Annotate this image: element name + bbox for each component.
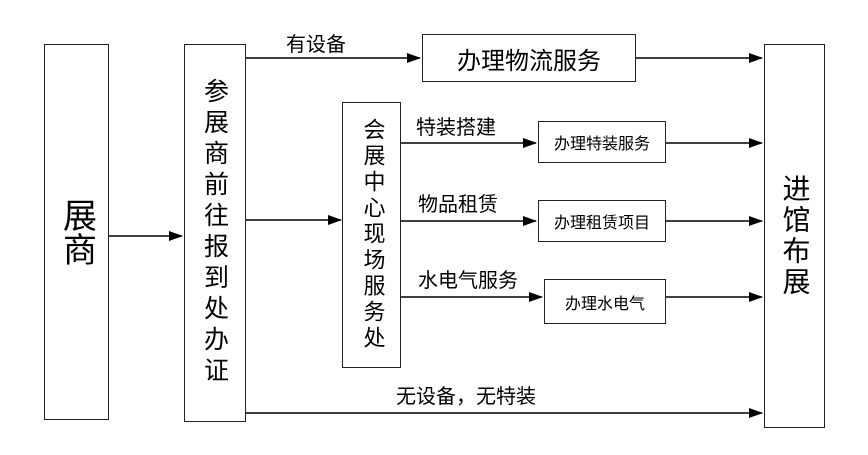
- registration-label-wrap: 参展商前往报到处办证: [184, 44, 246, 422]
- special-build-box: [538, 121, 666, 163]
- service-center-label-wrap: 会展中心现场服务处: [342, 102, 401, 368]
- special-build-label: 办理特装服务: [553, 134, 650, 153]
- move-in-box: [764, 44, 825, 428]
- edge-label-utility-service: 水电气服务: [418, 268, 518, 292]
- rental-label: 办理租赁项目: [553, 213, 650, 232]
- rental-box: [538, 200, 666, 242]
- logistics-box: [422, 34, 636, 82]
- exhibitor-box: [44, 44, 109, 420]
- registration-label: 参展商前往报到处办证: [200, 78, 230, 388]
- move-in-label-wrap: 进馆布展: [764, 44, 825, 428]
- edge-label-has-equipment: 有设备: [286, 32, 346, 56]
- edge-label-item-rental: 物品租赁: [418, 192, 498, 216]
- service-center-label: 会展中心现场服务处: [359, 118, 385, 352]
- utilities-label: 办理水电气: [564, 293, 645, 313]
- edge-label-special-construction: 特装搭建: [416, 115, 496, 139]
- move-in-label: 进馆布展: [778, 174, 812, 298]
- logistics-label: 办理物流服务: [457, 46, 601, 75]
- service-center-box: [342, 102, 401, 368]
- utilities-label-wrap: 办理水电气: [544, 279, 666, 324]
- special-build-label-wrap: 办理特装服务: [538, 121, 666, 163]
- logistics-label-wrap: 办理物流服务: [422, 34, 636, 82]
- exhibitor-label: 展商: [56, 198, 97, 266]
- rental-label-wrap: 办理租赁项目: [538, 200, 666, 242]
- registration-box: [184, 44, 246, 422]
- edge-label-no-equipment: 无设备，无特装: [396, 384, 536, 408]
- exhibitor-label-wrap: 展商: [44, 44, 109, 420]
- utilities-box: [544, 279, 666, 324]
